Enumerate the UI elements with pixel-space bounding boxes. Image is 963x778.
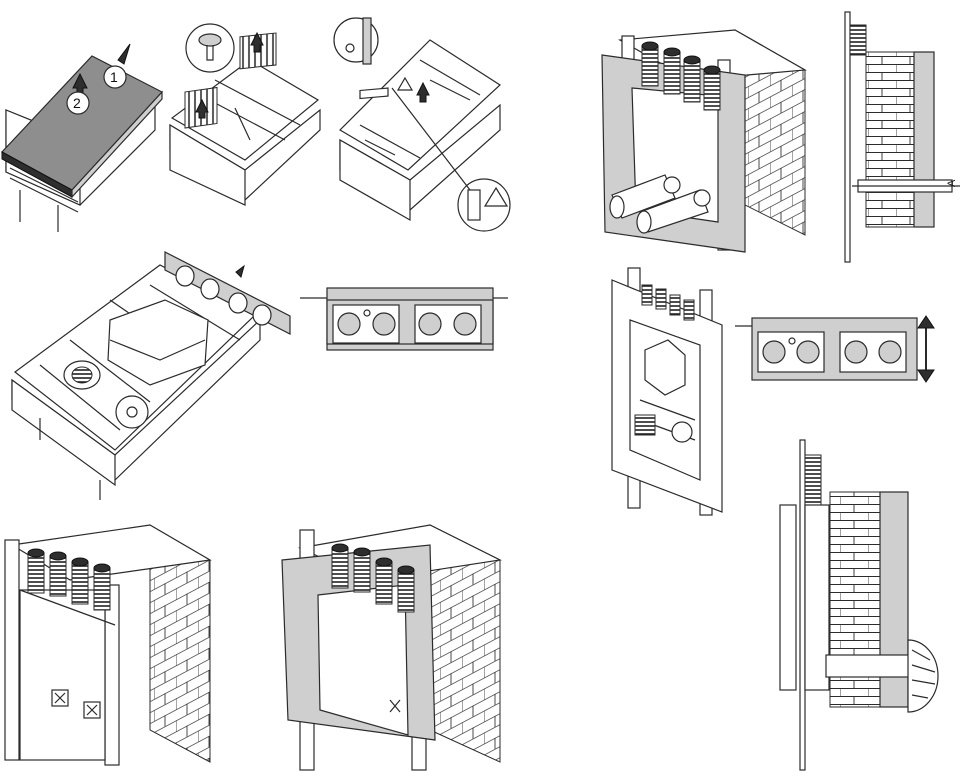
arrow-up-icon (72, 43, 131, 97)
wall-hood (907, 639, 939, 713)
arrow-up-icon (250, 31, 264, 53)
frame-with-pipes (601, 29, 807, 253)
panel-with-unit (611, 267, 723, 516)
step-two-label: 2 (73, 95, 81, 111)
step-open-cover (333, 17, 511, 232)
step-remove-filters (169, 23, 321, 206)
step-two-badge (66, 91, 90, 115)
arrow-up-icon (235, 264, 245, 278)
step-one-label: 1 (110, 69, 118, 85)
bracket-front-view-height (735, 315, 935, 383)
step-attach-bracket (11, 251, 291, 500)
side-view-hood (779, 439, 939, 771)
warning-icon (396, 76, 414, 91)
arrow-up-icon (416, 81, 430, 103)
wall-frame-installed (281, 524, 502, 771)
arrow-up-icon (917, 315, 935, 329)
knob-detail-callout (185, 23, 235, 73)
wall-ducts-mounted (4, 524, 212, 766)
arrow-up-icon (195, 98, 209, 119)
step-one-badge (103, 65, 127, 89)
bracket-front-view (300, 287, 508, 351)
side-section-view: A (844, 11, 960, 263)
electric-warning-icon (483, 186, 509, 207)
section-a-label: A (946, 179, 958, 187)
step-remove-lid: 1 2 (1, 43, 163, 232)
arrow-down-icon (917, 369, 935, 383)
